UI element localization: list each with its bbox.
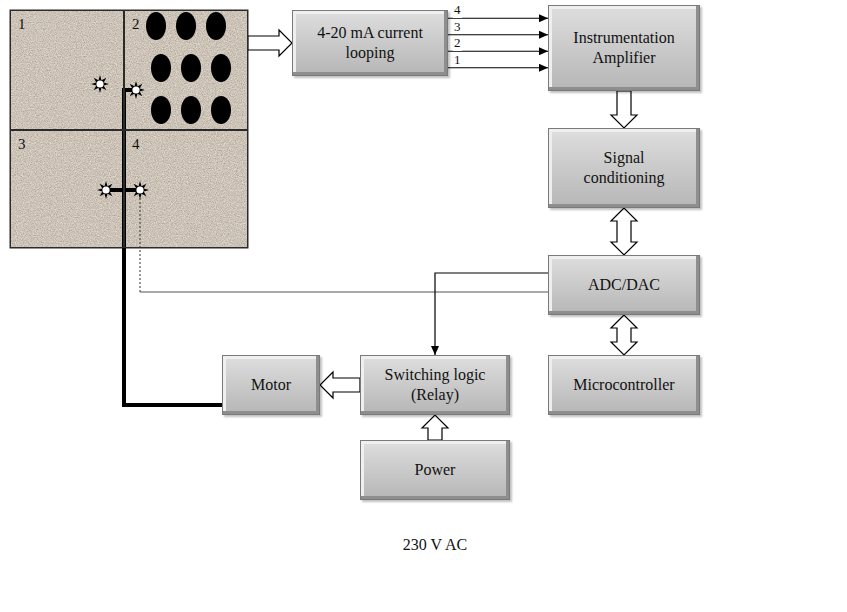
line-number: 4 — [453, 3, 462, 17]
process-box: ADC/DAC — [548, 255, 700, 315]
soil-texture — [10, 10, 248, 248]
line-number: 2 — [453, 36, 462, 50]
process-box: Motor — [222, 355, 320, 415]
crop-plants — [146, 12, 231, 124]
zone-number: 2 — [132, 15, 140, 34]
process-box: Switching logic (Relay) — [360, 355, 510, 415]
zone-number: 3 — [18, 135, 26, 154]
sprinkler — [131, 181, 149, 199]
sensor-wire — [140, 198, 548, 292]
signal-arrow — [448, 67, 548, 68]
box-label: Microcontroller — [573, 375, 674, 395]
zone-number: 4 — [132, 135, 140, 154]
field-zone: 4 — [124, 130, 248, 248]
process-box: Signal conditioning — [548, 128, 700, 208]
field-zone: 1 — [10, 10, 124, 130]
box-label: ADC/DAC — [588, 275, 660, 295]
process-box: Microcontroller — [548, 355, 700, 415]
process-box: Instrumentation Amplifier — [548, 5, 700, 91]
block-arrow — [422, 415, 448, 440]
box-label: Signal conditioning — [569, 148, 679, 188]
field-zone: 3 — [10, 130, 124, 248]
box-label: Motor — [251, 375, 291, 395]
block-arrow — [611, 208, 637, 255]
sprinkler — [91, 75, 109, 93]
sprinkler — [97, 181, 115, 199]
process-box: Power — [360, 440, 510, 500]
block-arrow — [248, 30, 292, 56]
signal-arrow — [435, 273, 548, 355]
supply-label: 230 V AC — [403, 535, 467, 554]
box-label: 4-20 mA current looping — [308, 23, 432, 63]
line-number: 1 — [453, 53, 462, 67]
block-arrow — [320, 372, 360, 398]
field-border — [10, 10, 248, 248]
box-label: Switching logic (Relay) — [376, 365, 494, 405]
signal-arrow — [448, 51, 548, 52]
box-label: Power — [415, 460, 456, 480]
box-label: Instrumentation Amplifier — [559, 28, 689, 68]
sprinkler-symbols — [91, 75, 149, 199]
field-zone: 2 — [124, 10, 248, 130]
block-arrow — [611, 91, 637, 128]
line-number: 3 — [453, 20, 462, 34]
signal-arrow — [448, 34, 548, 35]
process-box: 4-20 mA current looping — [292, 10, 448, 76]
signal-arrow — [448, 18, 548, 19]
zone-number: 1 — [18, 15, 26, 34]
sprinkler — [127, 81, 145, 99]
block-arrow — [611, 315, 637, 355]
